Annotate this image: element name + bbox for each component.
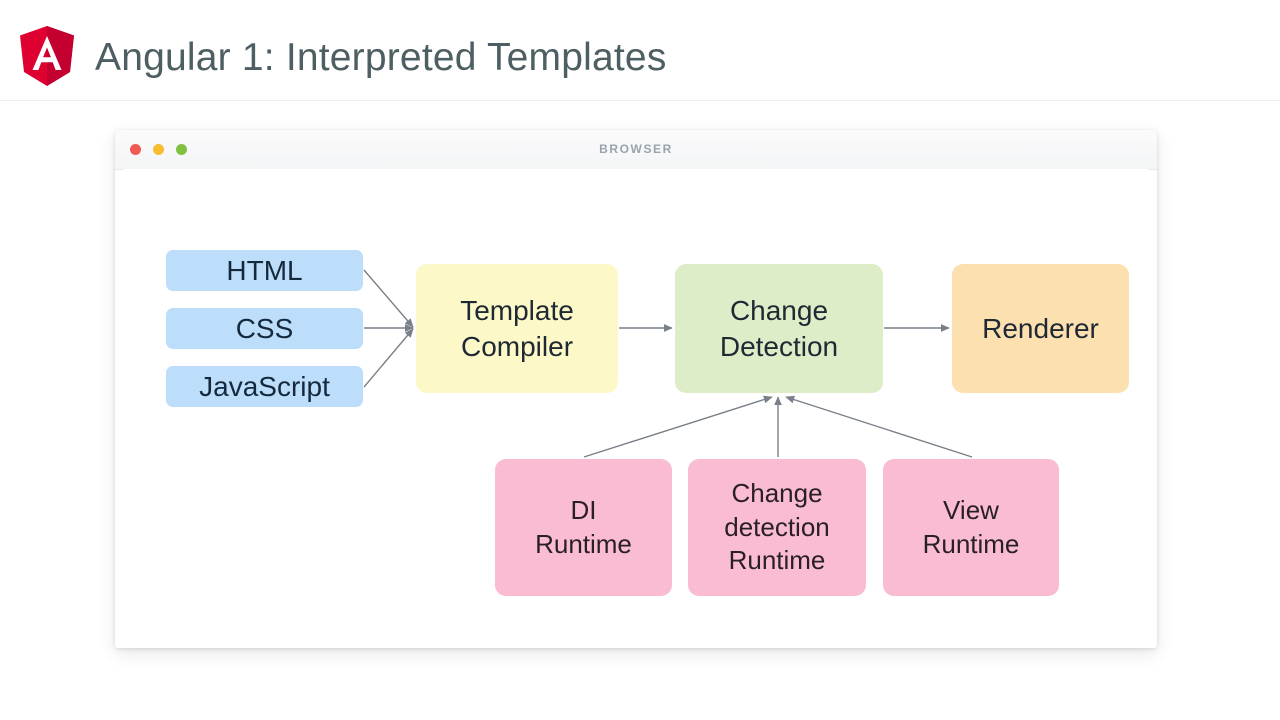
node-label-line-1: Template — [460, 294, 574, 326]
page-title: Angular 1: Interpreted Templates — [95, 36, 667, 79]
diagram-node-javascript[interactable]: JavaScript — [166, 366, 363, 407]
diagram-node-html[interactable]: HTML — [166, 250, 363, 291]
diagram-node-di-runtime[interactable]: DI Runtime — [495, 459, 672, 596]
node-label-line-2: Detection — [719, 330, 839, 362]
angular-shield-icon — [18, 25, 76, 87]
node-label-line-1: DI — [570, 494, 597, 525]
browser-window: BROWSER — [115, 130, 1157, 648]
diagram-node-css[interactable]: CSS — [166, 308, 363, 349]
diagram-node-change-detection[interactable]: Change Detection — [675, 264, 883, 393]
node-label-line-1: Change — [731, 477, 823, 508]
browser-window-title: BROWSER — [599, 142, 673, 156]
node-label-line-1: Change — [729, 294, 829, 326]
slide-header: Angular 1: Interpreted Templates — [0, 0, 1280, 101]
diagram-node-renderer[interactable]: Renderer — [952, 264, 1129, 393]
node-label: JavaScript — [199, 370, 330, 402]
node-label-line-2: Compiler — [460, 330, 574, 362]
diagram-node-view-runtime[interactable]: View Runtime — [883, 459, 1059, 596]
browser-viewport: HTML CSS JavaScript Template Compiler Ch… — [124, 169, 1148, 639]
node-label: HTML — [226, 254, 303, 286]
node-label-line-2: Runtime — [922, 528, 1020, 559]
node-label-line-2: detection — [724, 511, 830, 542]
node-label: Renderer — [982, 312, 1099, 344]
window-minimize-icon[interactable] — [153, 144, 164, 155]
node-label-block: Template Compiler — [460, 293, 574, 365]
diagram-node-template-compiler[interactable]: Template Compiler — [416, 264, 618, 393]
node-label-line-3: Runtime — [728, 545, 826, 576]
window-close-icon[interactable] — [130, 144, 141, 155]
architecture-diagram: HTML CSS JavaScript Template Compiler Ch… — [124, 169, 1148, 639]
node-label-block: Change Detection — [720, 293, 838, 365]
window-maximize-icon[interactable] — [176, 144, 187, 155]
node-label-block: Change detection Runtime — [724, 477, 830, 578]
node-label-block: DI Runtime — [535, 494, 632, 562]
node-label-line-2: Runtime — [535, 528, 632, 559]
browser-titlebar: BROWSER — [115, 130, 1157, 170]
diagram-node-change-detection-runtime[interactable]: Change detection Runtime — [688, 459, 866, 596]
node-label: CSS — [235, 312, 294, 344]
node-label-block: View Runtime — [923, 494, 1020, 562]
node-label-line-1: View — [943, 494, 999, 525]
